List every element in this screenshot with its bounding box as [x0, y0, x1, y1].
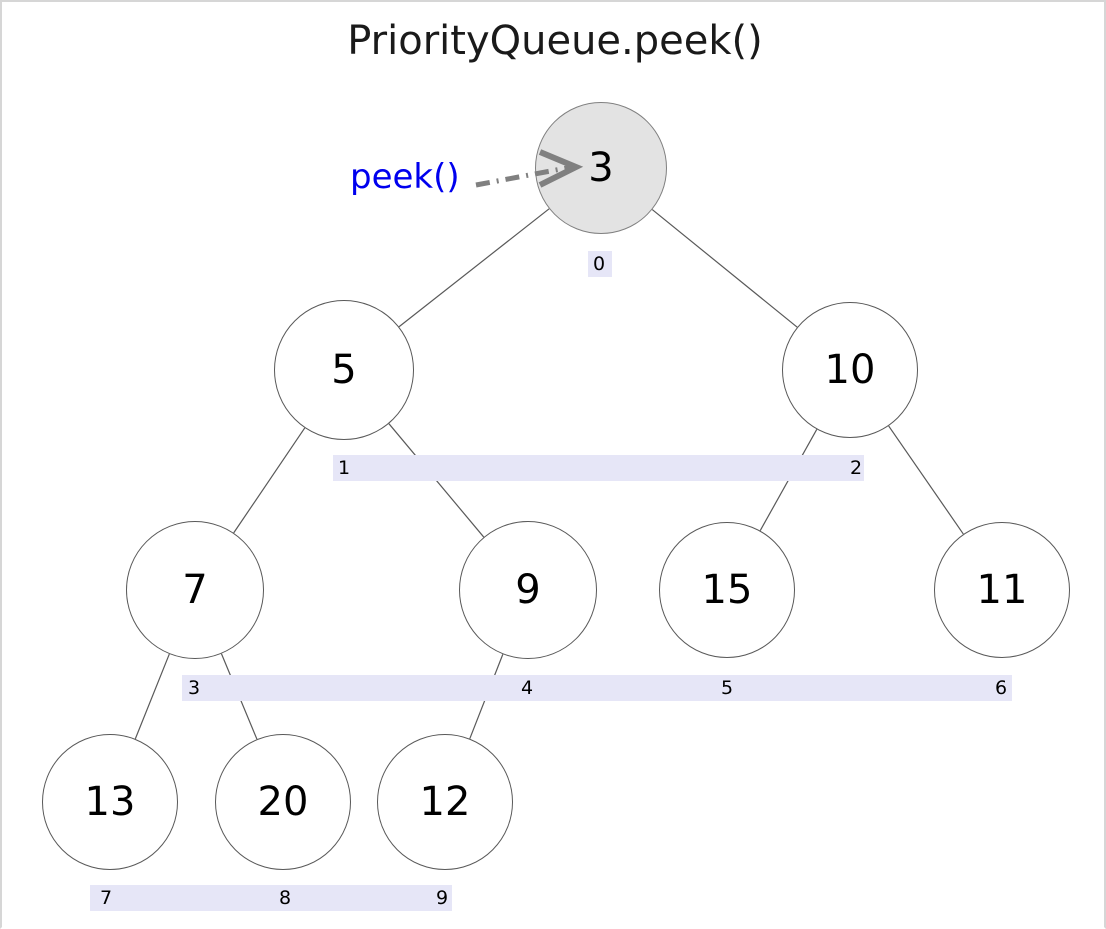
- index-label: 9: [434, 885, 451, 911]
- tree-node-5[interactable]: 5: [274, 300, 414, 440]
- tree-node-7[interactable]: 7: [126, 521, 264, 659]
- index-label: 1: [336, 455, 353, 481]
- index-label: 3: [186, 675, 203, 701]
- index-label: 7: [98, 885, 115, 911]
- tree-edge: [233, 427, 306, 534]
- tree-node-value: 7: [182, 567, 208, 613]
- page-title: PriorityQueue.peek(): [347, 18, 763, 64]
- tree-edge: [651, 209, 798, 328]
- tree-edge: [398, 208, 550, 328]
- index-band: [182, 675, 1012, 701]
- peek-arrow-icon: [475, 149, 584, 188]
- tree-node-value: 12: [419, 779, 471, 825]
- tree-node-15[interactable]: 15: [659, 522, 795, 658]
- index-band: [90, 885, 452, 911]
- tree-node-value: 13: [84, 779, 136, 825]
- tree-node-12[interactable]: 12: [377, 734, 513, 870]
- tree-node-value: 3: [588, 145, 614, 191]
- peek-callout-label: peek(): [350, 157, 460, 197]
- tree-edge: [888, 425, 964, 535]
- index-label: 5: [719, 675, 736, 701]
- tree-node-value: 15: [701, 567, 753, 613]
- tree-edge: [134, 653, 170, 740]
- tree-node-value: 10: [824, 347, 876, 393]
- tree-node-value: 11: [976, 567, 1028, 613]
- index-band: [333, 455, 864, 481]
- tree-node-value: 20: [257, 779, 309, 825]
- tree-node-10[interactable]: 10: [782, 302, 918, 438]
- tree-node-9[interactable]: 9: [459, 521, 597, 659]
- tree-node-20[interactable]: 20: [215, 734, 351, 870]
- tree-node-13[interactable]: 13: [42, 734, 178, 870]
- index-label: 8: [277, 885, 294, 911]
- index-label: 2: [848, 455, 865, 481]
- tree-node-value: 9: [515, 567, 541, 613]
- index-label: 0: [591, 251, 608, 277]
- index-label: 6: [993, 675, 1010, 701]
- tree-node-value: 5: [331, 347, 357, 393]
- index-label: 4: [519, 675, 536, 701]
- tree-node-11[interactable]: 11: [934, 522, 1070, 658]
